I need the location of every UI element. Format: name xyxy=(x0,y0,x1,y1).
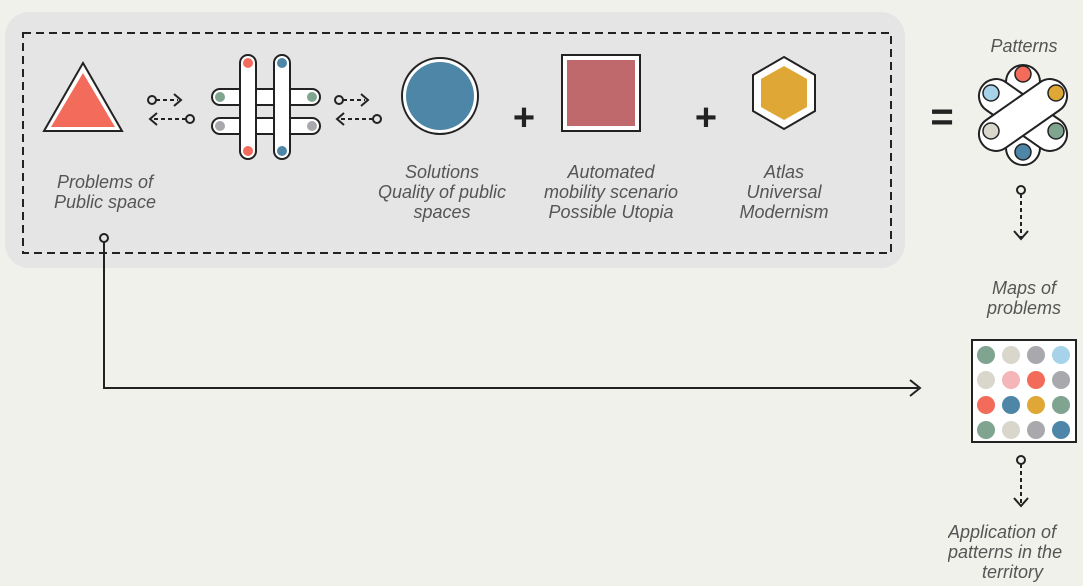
atlas-label: Atlas Universal Modernism xyxy=(739,162,829,222)
pattern-grid-icon xyxy=(211,54,321,160)
matrix-dot xyxy=(977,346,995,364)
matrix-dot xyxy=(1027,371,1045,389)
down-arrow-icon xyxy=(1013,455,1029,508)
exchange-arrows-icon xyxy=(334,93,382,126)
dot-matrix-icon xyxy=(971,339,1077,443)
down-arrow-icon xyxy=(1013,185,1029,241)
matrix-dot xyxy=(1052,421,1070,439)
matrix-dot xyxy=(1052,371,1070,389)
solutions-label: Solutions Quality of public spaces xyxy=(377,162,507,222)
application-label: Application of patterns in the territory xyxy=(948,522,1063,582)
matrix-dot xyxy=(977,421,995,439)
matrix-dot xyxy=(1052,396,1070,414)
maps-label: Maps of problems xyxy=(986,278,1062,318)
input-panel-dashed-border xyxy=(22,32,892,254)
matrix-dot xyxy=(1027,421,1045,439)
square-icon xyxy=(561,54,641,132)
matrix-dot xyxy=(1027,396,1045,414)
input-panel xyxy=(5,12,905,268)
equals-operator: = xyxy=(930,95,953,139)
matrix-dot xyxy=(1002,371,1020,389)
matrix-dot xyxy=(1027,346,1045,364)
triangle-icon xyxy=(42,60,124,132)
matrix-dot xyxy=(1052,346,1070,364)
plus-operator: + xyxy=(695,97,717,139)
scenario-label: Automated mobility scenario Possible Uto… xyxy=(543,162,679,222)
matrix-dot xyxy=(1002,346,1020,364)
matrix-dot xyxy=(977,371,995,389)
patterns-star-icon xyxy=(977,64,1069,166)
matrix-dot xyxy=(977,396,995,414)
patterns-label: Patterns xyxy=(990,36,1058,56)
circle-icon xyxy=(401,57,479,135)
connector-arrow xyxy=(99,233,922,397)
matrix-dot xyxy=(1002,421,1020,439)
hexagon-icon xyxy=(752,55,816,131)
exchange-arrows-icon xyxy=(147,93,195,126)
plus-operator: + xyxy=(513,97,535,139)
matrix-dot xyxy=(1002,396,1020,414)
problems-label: Problems of Public space xyxy=(53,172,157,212)
